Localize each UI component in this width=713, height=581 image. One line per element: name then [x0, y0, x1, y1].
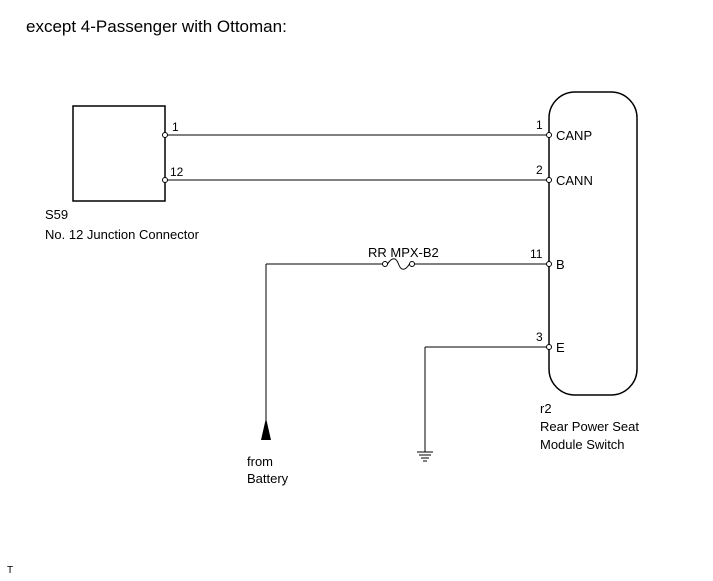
battery-feed-line1: from — [247, 454, 273, 469]
fuse-element-icon — [387, 258, 410, 270]
battery-feed: from Battery — [247, 418, 289, 486]
s59-pin-12-label: 12 — [170, 165, 184, 179]
r2-pin-11-number: 11 — [530, 247, 543, 261]
r2-pin-1-signal: CANP — [556, 128, 592, 143]
r2-pin-1-number: 1 — [536, 118, 543, 132]
r2-pin-3-signal: E — [556, 340, 565, 355]
s59-name: No. 12 Junction Connector — [45, 227, 200, 242]
fuse-label: RR MPX-B2 — [368, 245, 439, 260]
r2-code: r2 — [540, 401, 552, 416]
fuse-terminal-right — [409, 261, 415, 267]
module-r2-body — [548, 91, 638, 396]
fuse-terminal-left — [382, 261, 388, 267]
r2-pin-2-number: 2 — [536, 163, 543, 177]
r2-pin-2-signal: CANN — [556, 173, 593, 188]
battery-feed-line2: Battery — [247, 471, 289, 486]
r2-pin-3-number: 3 — [536, 330, 543, 344]
r2-pin-1-terminal — [546, 132, 552, 138]
s59-code: S59 — [45, 207, 68, 222]
ground-icon — [417, 451, 433, 462]
s59-pin-12-terminal — [162, 177, 168, 183]
s59-pin-1-terminal — [162, 132, 168, 138]
s59-pin-1-label: 1 — [172, 120, 179, 134]
r2-pin-11-terminal — [546, 261, 552, 267]
r2-name-line1: Rear Power Seat — [540, 419, 639, 434]
arrow-up-icon — [261, 418, 271, 440]
connector-s59: 1 12 S59 No. 12 Junction Connector — [45, 105, 200, 242]
r2-pin-11-signal: B — [556, 257, 565, 272]
fuse-rr-mpx-b2: RR MPX-B2 — [368, 245, 439, 270]
diagram-title: except 4-Passenger with Ottoman: — [26, 17, 287, 36]
connector-s59-body — [72, 105, 166, 202]
r2-name-line2: Module Switch — [540, 437, 625, 452]
wires — [166, 134, 550, 452]
r2-pin-2-terminal — [546, 177, 552, 183]
module-r2: 1 2 11 3 CANP CANN B E r2 Rear Power Sea… — [530, 91, 639, 452]
corner-mark: T — [7, 565, 13, 576]
r2-pin-3-terminal — [546, 344, 552, 350]
